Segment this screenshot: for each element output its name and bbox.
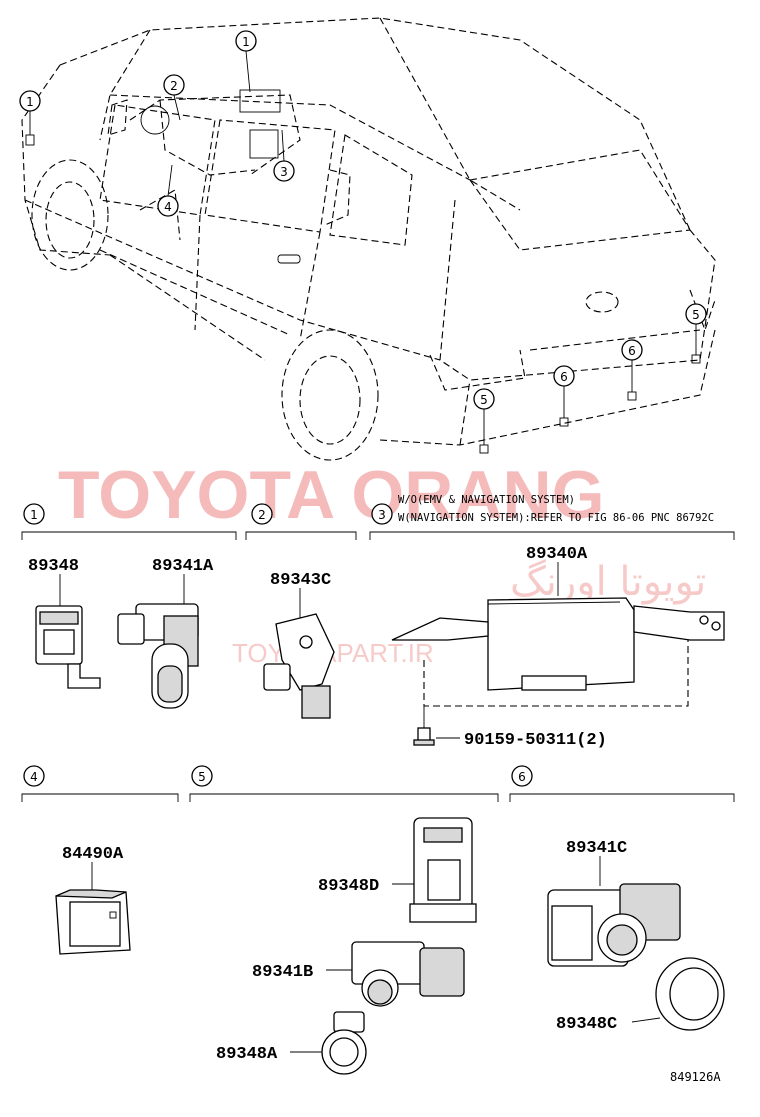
bolt-drawing bbox=[413, 706, 435, 746]
part-90159-50311-label: 90159-50311(2) bbox=[464, 731, 607, 750]
callout-5-left: 5 bbox=[480, 393, 488, 407]
callout-6-right: 6 bbox=[628, 344, 636, 358]
callout-circle-2 bbox=[163, 74, 185, 96]
callout-circle-3 bbox=[273, 160, 295, 182]
callout-circle-5-left bbox=[473, 388, 495, 410]
part-89348D-drawing bbox=[409, 817, 477, 923]
callout-3: 3 bbox=[280, 165, 288, 179]
bolt-leader-box bbox=[423, 640, 689, 707]
part-89348-drawing bbox=[35, 605, 101, 689]
svg-text:3: 3 bbox=[378, 508, 386, 522]
callout-6-left: 6 bbox=[560, 370, 568, 384]
part-89348C-label: 89348C bbox=[556, 1015, 617, 1034]
callout-5-right: 5 bbox=[692, 308, 700, 322]
part-89341A-label: 89341A bbox=[152, 557, 214, 576]
section-header-2: 2 bbox=[245, 503, 357, 540]
callout-leaders bbox=[29, 50, 697, 445]
section-3-note-2: W(NAVIGATION SYSTEM):REFER TO FIG 86-06 … bbox=[398, 512, 714, 524]
callout-circle-6-right bbox=[621, 339, 643, 361]
vehicle-outline bbox=[21, 17, 716, 461]
callout-circle-4 bbox=[157, 195, 179, 217]
part-84490A-label: 84490A bbox=[62, 845, 124, 864]
callout-1-front: 1 bbox=[26, 95, 34, 109]
watermark-persian: تویوتا اورنگ bbox=[510, 559, 706, 605]
svg-text:4: 4 bbox=[30, 770, 38, 784]
vehicle-callouts: 1 1 2 3 4 5 6 6 5 bbox=[19, 30, 707, 410]
callout-circle-5-right bbox=[685, 303, 707, 325]
part-89343C-drawing bbox=[263, 613, 335, 719]
part-89348C-drawing bbox=[655, 957, 725, 1031]
callout-circle-1-top bbox=[235, 30, 257, 52]
part-89341B-drawing bbox=[351, 941, 465, 1007]
svg-text:2: 2 bbox=[258, 508, 266, 522]
section-header-3: 3 W/O(EMV & NAVIGATION SYSTEM) W(NAVIGAT… bbox=[369, 494, 735, 540]
svg-text:6: 6 bbox=[518, 770, 526, 784]
section-header-6: 6 bbox=[509, 765, 735, 802]
part-84490A-drawing bbox=[55, 889, 131, 955]
callout-4: 4 bbox=[164, 200, 172, 214]
figure-reference: 849126A bbox=[670, 1070, 721, 1084]
callout-circle-1-front bbox=[19, 90, 41, 112]
part-89348-label: 89348 bbox=[28, 557, 79, 576]
section-header-5: 5 bbox=[189, 765, 499, 802]
part-89348A-drawing bbox=[321, 1011, 367, 1075]
callout-1-top: 1 bbox=[242, 35, 250, 49]
part-89340A-drawing bbox=[391, 597, 725, 691]
part-89348A-label: 89348A bbox=[216, 1045, 278, 1064]
part-89341B-label: 89341B bbox=[252, 963, 313, 982]
part-89343C-label: 89343C bbox=[270, 571, 331, 590]
section-header-1: 1 bbox=[21, 503, 237, 540]
svg-text:5: 5 bbox=[198, 770, 206, 784]
part-89341C-label: 89341C bbox=[566, 839, 627, 858]
watermark-brand: TOYOTA ORANG bbox=[58, 457, 605, 533]
part-89348D-label: 89348D bbox=[318, 877, 379, 896]
svg-text:1: 1 bbox=[30, 508, 38, 522]
part-89340A-label: 89340A bbox=[526, 545, 588, 564]
callout-2: 2 bbox=[170, 79, 178, 93]
callout-circle-6-left bbox=[553, 365, 575, 387]
section-header-4: 4 bbox=[21, 765, 179, 802]
vehicle-sensor-markers bbox=[25, 134, 701, 454]
part-89341C-drawing bbox=[547, 883, 681, 967]
part-89341A-drawing bbox=[117, 603, 199, 709]
section-3-note-1: W/O(EMV & NAVIGATION SYSTEM) bbox=[398, 494, 575, 506]
